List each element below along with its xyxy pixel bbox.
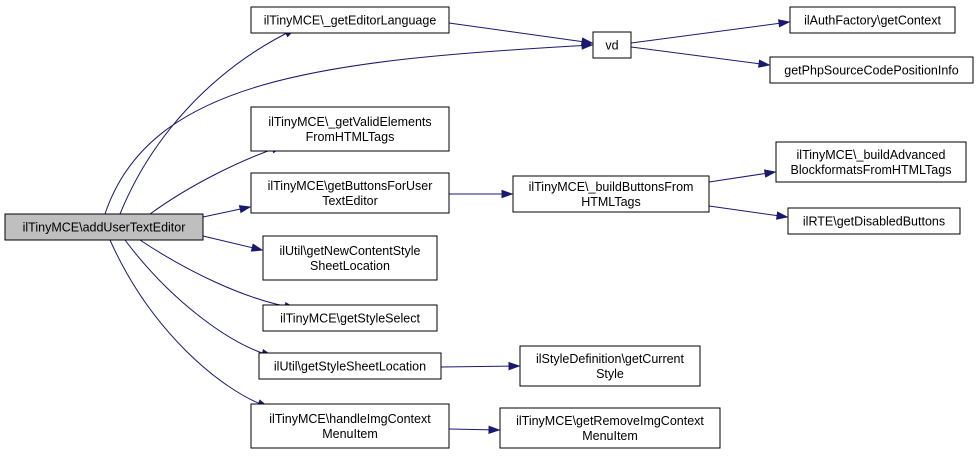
edge-root-to-get-buttons-for-user xyxy=(202,205,252,218)
edge-root-to-handle-img-line xyxy=(109,239,269,408)
node-get-new-content-style-sheet-location-box xyxy=(262,235,438,281)
node-get-buttons-for-user-text-editor-label-line-2: TextEditor xyxy=(322,194,378,208)
edge-vd-to-get-php-source-arrowhead xyxy=(758,59,771,68)
node-rte-get-disabled-buttons-label-line-1: ilRTE\getDisabledButtons xyxy=(803,215,945,229)
node-get-php-source-code-position-info-box xyxy=(769,56,974,84)
node-handle-img-context-menu-item-box xyxy=(250,403,450,449)
node-build-advanced-blockformats-label-line-1: ilTinyMCE\_buildAdvanced xyxy=(797,148,946,162)
node-handle-img-context-menu-item-label-line-2: MenuItem xyxy=(322,427,378,441)
edge-handle-img-to-get-remove-img-arrowhead xyxy=(488,425,501,434)
node-get-editor-language-box xyxy=(250,6,450,34)
edge-root-to-get-buttons-for-user-arrowhead xyxy=(238,205,252,214)
edge-get-buttons-to-build-buttons-arrowhead xyxy=(501,189,514,199)
node-get-editor-language-label-line-1: ilTinyMCE\_getEditorLanguage xyxy=(264,14,437,28)
edge-root-to-vd-line xyxy=(104,44,593,215)
node-auth-factory-get-context-label-line-1: ilAuthFactory\getContext xyxy=(804,14,941,28)
node-style-definition-get-current-style-box xyxy=(519,345,701,387)
node-auth-factory-get-context-box xyxy=(789,6,956,34)
node-build-buttons-from-html-tags-label-line-2: HTMLTags xyxy=(581,195,641,209)
edge-root-to-handle-img xyxy=(109,239,270,408)
node-handle-img-context-menu-item-label-line-1: ilTinyMCE\handleImgContext xyxy=(269,412,431,426)
node-get-style-sheet-location-box xyxy=(258,352,442,380)
node-get-php-source-code-position-info[interactable]: getPhpSourceCodePositionInfo xyxy=(769,56,974,84)
edge-get-style-sheet-to-get-current-style xyxy=(440,361,521,371)
node-get-buttons-for-user-text-editor-box xyxy=(250,172,450,214)
node-get-valid-elements-label-line-1: ilTinyMCE\_getValidElements xyxy=(268,115,431,129)
edge-root-to-get-editor-language-line xyxy=(119,28,296,215)
edge-build-buttons-to-get-disabled xyxy=(708,205,789,220)
node-get-style-sheet-location-label-line-1: ilUtil\getStyleSheetLocation xyxy=(274,360,426,374)
node-style-definition-get-current-style-label-line-1: ilStyleDefinition\getCurrent xyxy=(536,352,685,366)
edge-root-to-get-style-sheet-line xyxy=(124,239,273,357)
edge-build-buttons-to-build-advanced-line xyxy=(708,171,776,183)
node-root-add-user-text-editor-box xyxy=(4,213,204,241)
nodes-layer: ilTinyMCE\addUserTextEditor ilTinyMCE\_ge… xyxy=(4,6,974,449)
edge-build-buttons-to-get-disabled-arrowhead xyxy=(776,211,789,220)
node-root-add-user-text-editor[interactable]: ilTinyMCE\addUserTextEditor xyxy=(4,213,204,241)
edge-root-to-get-new-content xyxy=(202,235,264,252)
node-get-new-content-style-sheet-location-label-line-1: ilUtil\getNewContentStyle xyxy=(279,244,420,258)
node-get-style-sheet-location[interactable]: ilUtil\getStyleSheetLocation xyxy=(258,352,442,380)
node-auth-factory-get-context[interactable]: ilAuthFactory\getContext xyxy=(789,6,956,34)
edge-vd-to-get-php-source-line xyxy=(630,46,770,66)
node-build-buttons-from-html-tags-label-line-1: ilTinyMCE\_buildButtonsFrom xyxy=(529,180,694,194)
edge-vd-to-get-context-line xyxy=(630,21,790,44)
node-vd[interactable]: vd xyxy=(592,31,632,59)
edge-get-editor-language-to-vd-line xyxy=(448,22,593,44)
node-get-style-select-box xyxy=(262,304,438,332)
edge-vd-to-get-php-source xyxy=(630,46,771,68)
node-get-remove-img-context-menu-item-box xyxy=(499,407,721,449)
edge-root-to-get-style-sheet xyxy=(124,239,274,358)
node-get-editor-language[interactable]: ilTinyMCE\_getEditorLanguage xyxy=(250,6,450,34)
node-root-add-user-text-editor-label-line-1: ilTinyMCE\addUserTextEditor xyxy=(23,221,186,235)
node-build-advanced-blockformats-box xyxy=(775,141,967,183)
edge-vd-to-get-context-arrowhead xyxy=(778,19,791,28)
node-build-advanced-blockformats-label-line-2: BlockformatsFromHTMLTags xyxy=(791,163,952,177)
edge-get-style-sheet-to-get-current-style-line xyxy=(440,365,520,368)
node-vd-box xyxy=(592,31,632,59)
edge-build-buttons-to-get-disabled-line xyxy=(708,205,788,218)
node-get-buttons-for-user-text-editor-label-line-1: ilTinyMCE\getButtonsForUser xyxy=(268,179,433,193)
node-get-valid-elements-box xyxy=(250,106,450,152)
node-get-style-select-label-line-1: ilTinyMCE\getStyleSelect xyxy=(280,312,420,326)
edge-get-buttons-to-build-buttons xyxy=(449,189,514,199)
node-build-advanced-blockformats[interactable]: ilTinyMCE\_buildAdvancedBlockformatsFrom… xyxy=(775,141,967,183)
edge-build-buttons-to-build-advanced-arrowhead xyxy=(763,169,777,178)
node-get-php-source-code-position-info-label-line-1: getPhpSourceCodePositionInfo xyxy=(784,64,958,78)
node-get-style-select[interactable]: ilTinyMCE\getStyleSelect xyxy=(262,304,438,332)
edge-root-to-get-style-select-line xyxy=(139,239,296,309)
node-get-remove-img-context-menu-item-label-line-1: ilTinyMCE\getRemoveImgContext xyxy=(516,414,704,428)
edge-get-style-sheet-to-get-current-style-arrowhead xyxy=(508,361,521,371)
node-vd-label-line-1: vd xyxy=(605,39,618,53)
edge-get-editor-language-to-vd-arrowhead xyxy=(581,37,594,46)
node-get-remove-img-context-menu-item-label-line-2: MenuItem xyxy=(582,429,638,443)
edge-vd-to-get-context xyxy=(630,19,791,44)
node-get-valid-elements-label-line-2: FromHTMLTags xyxy=(306,130,395,144)
edge-get-editor-language-to-vd xyxy=(448,22,594,46)
edge-handle-img-to-get-remove-img xyxy=(448,425,501,434)
node-rte-get-disabled-buttons[interactable]: ilRTE\getDisabledButtons xyxy=(787,207,961,235)
node-get-new-content-style-sheet-location-label-line-2: SheetLocation xyxy=(310,259,390,273)
node-rte-get-disabled-buttons-box xyxy=(787,207,961,235)
node-style-definition-get-current-style-label-line-2: Style xyxy=(596,367,624,381)
edge-build-buttons-to-build-advanced xyxy=(708,169,777,183)
node-build-buttons-from-html-tags-box xyxy=(512,175,710,213)
edge-root-to-get-new-content-arrowhead xyxy=(250,243,264,252)
